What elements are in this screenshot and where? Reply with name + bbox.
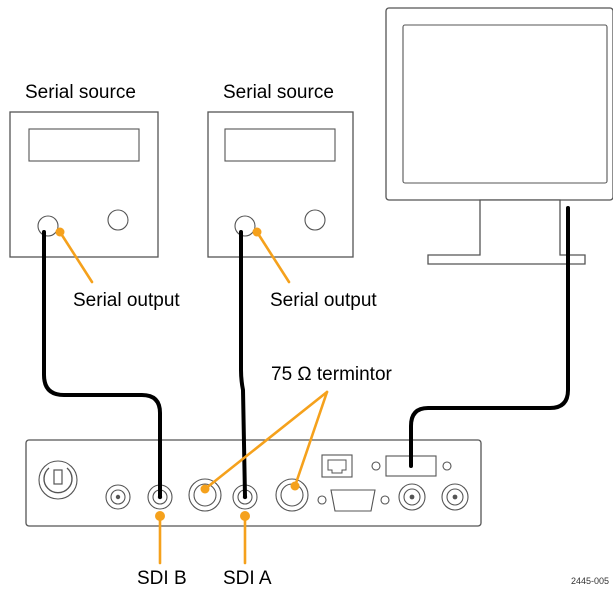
monitor [385, 7, 613, 265]
knob-left [107, 209, 129, 231]
label-terminator: 75 Ω termintor [271, 364, 393, 385]
cable-sdi-a [239, 230, 247, 499]
label-serial-source-right: Serial source [223, 82, 334, 103]
cable-monitor [409, 206, 570, 468]
serial-source-right [207, 111, 354, 258]
label-sdi-a: SDI A [223, 568, 272, 589]
callouts [55, 227, 329, 565]
figure-id: 2445-005 [571, 576, 609, 586]
serial-port [330, 489, 376, 512]
serial-output-connector-left [37, 215, 59, 237]
serial-output-connector-right [234, 215, 256, 237]
label-serial-output-left: Serial output [73, 290, 180, 311]
instrument-rear-panel [25, 439, 482, 527]
cables [42, 206, 570, 499]
label-sdi-b: SDI B [137, 568, 187, 589]
label-serial-output-right: Serial output [270, 290, 377, 311]
knob-right [304, 209, 326, 231]
label-serial-source-left: Serial source [25, 82, 136, 103]
serial-source-left [9, 111, 159, 258]
cable-sdi-b [42, 230, 162, 499]
